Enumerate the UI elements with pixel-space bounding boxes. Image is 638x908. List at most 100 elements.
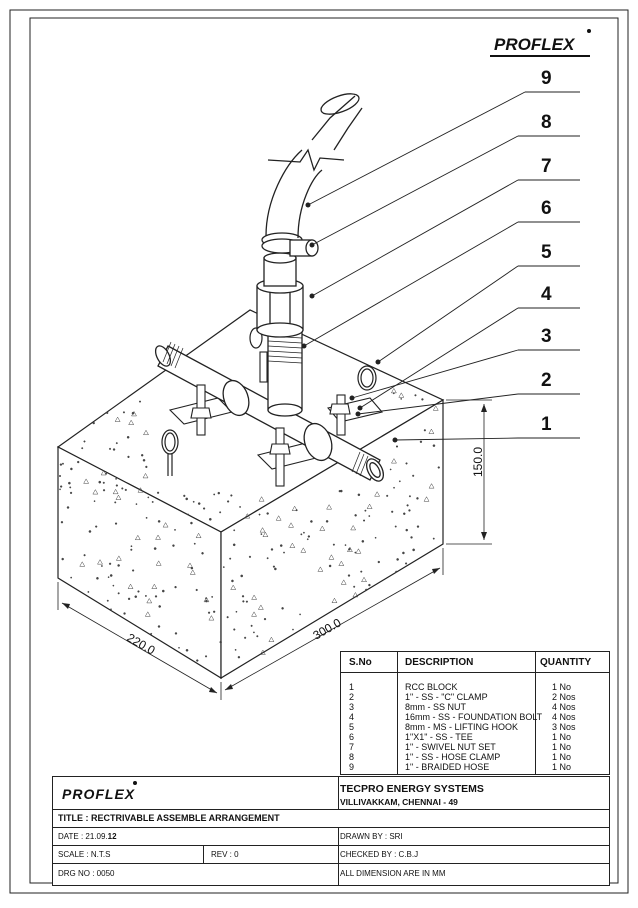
concrete-speck [158, 605, 162, 608]
scale-cell: SCALE : N.T.S [53, 845, 204, 864]
outer-border [9, 9, 629, 894]
concrete-speck [374, 491, 381, 497]
concrete-speck [60, 485, 63, 488]
concrete-speck [244, 513, 251, 519]
concrete-speck [405, 528, 409, 532]
concrete-speck [414, 394, 417, 397]
concrete-speck [61, 462, 64, 465]
concrete-speck [157, 520, 161, 523]
concrete-speck [69, 486, 72, 489]
concrete-speck [60, 521, 64, 524]
tee-pipe [154, 345, 385, 482]
bom-cell-quantity: 1 No [552, 762, 572, 772]
concrete-speck [201, 552, 204, 555]
concrete-speck [402, 551, 405, 555]
concrete-speck [185, 497, 189, 501]
concrete-speck [108, 562, 112, 565]
concrete-speck [230, 494, 233, 497]
concrete-speck [115, 484, 118, 487]
concrete-speck [268, 636, 275, 642]
concrete-speck [95, 525, 98, 528]
callout-8: 8 [541, 112, 552, 133]
concrete-speck [208, 517, 212, 521]
rcc-block [56, 309, 445, 680]
bom-cell-sno: 1 [349, 682, 355, 692]
concrete-speck [205, 599, 208, 603]
concrete-speck [124, 488, 127, 492]
riser-threads [267, 335, 303, 364]
concrete-speck [234, 648, 237, 651]
concrete-speck [155, 560, 162, 566]
concrete-speck [361, 540, 365, 543]
concrete-speck [195, 532, 202, 539]
concrete-speck [87, 591, 90, 593]
concrete-speck [213, 493, 216, 496]
concrete-speck [395, 445, 399, 448]
callout-7: 7 [541, 156, 552, 177]
concrete-speck [408, 495, 411, 498]
concrete-speck [106, 599, 109, 602]
concrete-speck [272, 565, 276, 568]
concrete-speck [355, 548, 362, 554]
concrete-speck [156, 491, 160, 494]
concrete-speck [338, 560, 345, 566]
concrete-speck [69, 491, 73, 495]
concrete-speck [317, 566, 324, 572]
concrete-speck [96, 577, 99, 580]
concrete-speck [421, 398, 424, 401]
date-cell: DATE : 21.09.12 [53, 827, 339, 846]
concrete-speck [230, 584, 237, 590]
concrete-speck [114, 416, 121, 422]
concrete-speck [128, 419, 135, 425]
concrete-speck [81, 447, 84, 450]
concrete-speck [137, 590, 140, 593]
scale-text: SCALE : N.T.S [58, 850, 111, 859]
concrete-speck [344, 544, 347, 546]
concrete-speck [403, 512, 406, 515]
title-block: PROFLEX TECPRO ENERGY SYSTEMS VILLIVAKKA… [52, 776, 610, 886]
title-logo-cell: PROFLEX [53, 777, 339, 810]
concrete-speck [391, 458, 397, 464]
concrete-speck [70, 576, 73, 579]
concrete-speck [310, 520, 313, 523]
concrete-speck [377, 560, 380, 564]
concrete-speck [279, 544, 283, 547]
concrete-speck [219, 511, 222, 514]
concrete-speck [70, 467, 73, 471]
concrete-speck [412, 548, 415, 552]
concrete-speck [340, 579, 347, 585]
concrete-speck [257, 604, 264, 610]
proflex-logo-bottom: PROFLEX [62, 786, 136, 802]
concrete-speck [281, 607, 284, 610]
concrete-speck [58, 474, 62, 478]
concrete-speck [319, 525, 326, 531]
concrete-speck [130, 548, 133, 551]
concrete-speck [132, 569, 135, 572]
concrete-speck [266, 557, 269, 560]
concrete-speck [144, 611, 151, 617]
concrete-speck [115, 494, 122, 500]
concrete-speck [432, 444, 436, 447]
concrete-speck [93, 500, 96, 502]
concrete-speck [368, 515, 371, 517]
bom-column-divider [535, 652, 536, 774]
concrete-speck [412, 474, 415, 477]
concrete-speck [263, 617, 267, 621]
concrete-speck [88, 530, 92, 533]
concrete-speck [350, 524, 357, 531]
concrete-speck [253, 631, 255, 634]
concrete-speck [183, 494, 186, 497]
concrete-speck [360, 570, 363, 573]
concrete-speck [237, 656, 241, 659]
concrete-speck [126, 435, 130, 439]
concrete-speck [347, 574, 351, 577]
bom-cell-sno: 3 [349, 702, 355, 712]
bom-cell-quantity: 1 No [552, 752, 572, 762]
concrete-speck [258, 496, 265, 502]
bom-cell-description: 8mm - MS - LIFTING HOOK [405, 722, 519, 732]
rev-cell: REV : 0 [203, 845, 339, 864]
concrete-speck [97, 559, 103, 565]
concrete-speck [68, 481, 71, 485]
